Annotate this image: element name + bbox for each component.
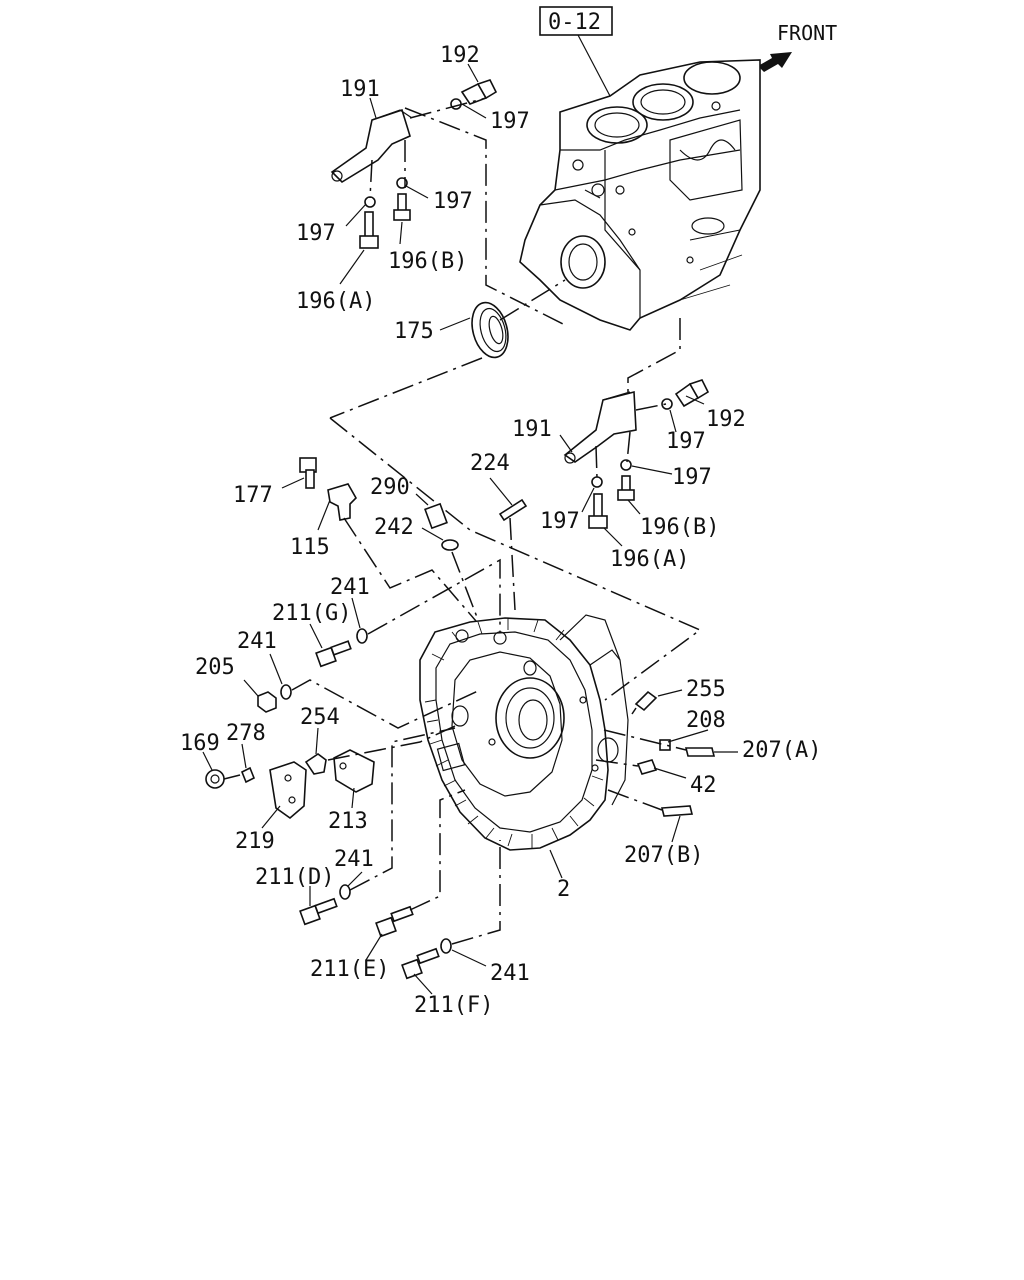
callout-labels: 192 191 197 197 197 196(B) 196(A) 175 19… — [180, 43, 821, 1018]
bracket-191-upper[interactable] — [330, 108, 413, 184]
label-177[interactable]: 177 — [233, 483, 273, 508]
bolt-211g[interactable] — [315, 640, 352, 668]
washer-197-b[interactable] — [396, 177, 408, 189]
bolt-192-lower[interactable] — [674, 379, 710, 408]
label-211g[interactable]: 211(G) — [272, 601, 351, 626]
reference-box-label: 0-12 — [548, 10, 601, 35]
washer-241-a[interactable] — [356, 628, 368, 644]
label-207a[interactable]: 207(A) — [742, 738, 821, 763]
label-191-lower[interactable]: 191 — [512, 417, 552, 442]
clip-278[interactable] — [240, 766, 256, 784]
label-197-b[interactable]: 197 — [433, 189, 473, 214]
label-192-lower[interactable]: 192 — [706, 407, 746, 432]
label-197-e[interactable]: 197 — [672, 465, 712, 490]
bolt-196a-lower[interactable] — [588, 493, 608, 529]
stud-207a[interactable] — [684, 747, 716, 757]
label-241-c[interactable]: 241 — [334, 847, 374, 872]
dowel-42[interactable] — [636, 759, 658, 775]
label-205[interactable]: 205 — [195, 655, 235, 680]
bracket-191-lower[interactable] — [563, 390, 637, 464]
stud-224[interactable] — [498, 498, 528, 522]
label-241-d[interactable]: 241 — [490, 961, 530, 986]
plug-208[interactable] — [659, 739, 671, 751]
front-label: FRONT — [777, 21, 837, 45]
reference-box[interactable]: 0-12 — [539, 6, 613, 36]
bolt-196b-upper[interactable] — [393, 193, 411, 221]
stud-207b[interactable] — [660, 805, 694, 817]
label-169[interactable]: 169 — [180, 731, 220, 756]
label-278[interactable]: 278 — [226, 721, 266, 746]
bracket-213[interactable] — [333, 749, 375, 793]
label-175[interactable]: 175 — [394, 319, 434, 344]
nut-205[interactable] — [257, 691, 277, 713]
label-197-a[interactable]: 197 — [490, 109, 530, 134]
pin-255[interactable] — [634, 690, 658, 712]
label-115[interactable]: 115 — [290, 535, 330, 560]
o-ring-242[interactable] — [441, 539, 459, 551]
label-241-b[interactable]: 241 — [237, 629, 277, 654]
label-211e[interactable]: 211(E) — [310, 957, 389, 982]
label-196b-lower[interactable]: 196(B) — [640, 515, 719, 540]
engine-block — [519, 59, 761, 331]
label-207b[interactable]: 207(B) — [624, 843, 703, 868]
label-196b-upper[interactable]: 196(B) — [388, 249, 467, 274]
label-197-d[interactable]: 197 — [666, 429, 706, 454]
washer-241-c[interactable] — [339, 884, 351, 900]
label-255[interactable]: 255 — [686, 677, 726, 702]
label-196a-lower[interactable]: 196(A) — [610, 547, 689, 572]
label-197-f[interactable]: 197 — [540, 509, 580, 534]
front-arrow-icon — [758, 52, 792, 72]
label-211f[interactable]: 211(F) — [414, 993, 493, 1018]
connector-254[interactable] — [304, 753, 327, 775]
bolt-211f[interactable] — [401, 947, 440, 980]
bolt-192-upper[interactable] — [460, 79, 498, 105]
bolt-211d[interactable] — [299, 897, 338, 926]
label-224[interactable]: 224 — [470, 451, 510, 476]
bolt-196a-upper[interactable] — [359, 211, 379, 249]
cover-219[interactable] — [269, 761, 307, 820]
washer-197-f[interactable] — [591, 476, 603, 488]
label-219[interactable]: 219 — [235, 829, 275, 854]
oil-seal-175[interactable] — [466, 299, 513, 362]
label-254[interactable]: 254 — [300, 705, 340, 730]
washer-197-e[interactable] — [620, 459, 632, 471]
flywheel-housing-2[interactable] — [419, 614, 629, 851]
label-242[interactable]: 242 — [374, 515, 414, 540]
washer-197-d[interactable] — [661, 398, 673, 410]
washer-241-b[interactable] — [280, 684, 292, 700]
washer-241-d[interactable] — [440, 938, 452, 954]
label-290[interactable]: 290 — [370, 475, 410, 500]
label-208[interactable]: 208 — [686, 708, 726, 733]
bolt-177[interactable] — [299, 457, 317, 489]
label-196a-upper[interactable]: 196(A) — [296, 289, 375, 314]
sensor-115[interactable] — [327, 483, 357, 521]
bolt-211e[interactable] — [375, 905, 414, 938]
nut-169[interactable] — [205, 769, 225, 789]
label-192-upper[interactable]: 192 — [440, 43, 480, 68]
plug-290[interactable] — [424, 502, 448, 530]
washer-197-c[interactable] — [364, 196, 376, 208]
label-213[interactable]: 213 — [328, 809, 368, 834]
label-42[interactable]: 42 — [690, 773, 717, 798]
label-211d[interactable]: 211(D) — [255, 865, 334, 890]
label-191-upper[interactable]: 191 — [340, 77, 380, 102]
label-2[interactable]: 2 — [557, 877, 570, 902]
label-241-a[interactable]: 241 — [330, 575, 370, 600]
bolt-196b-lower[interactable] — [617, 475, 635, 501]
label-197-c[interactable]: 197 — [296, 221, 336, 246]
